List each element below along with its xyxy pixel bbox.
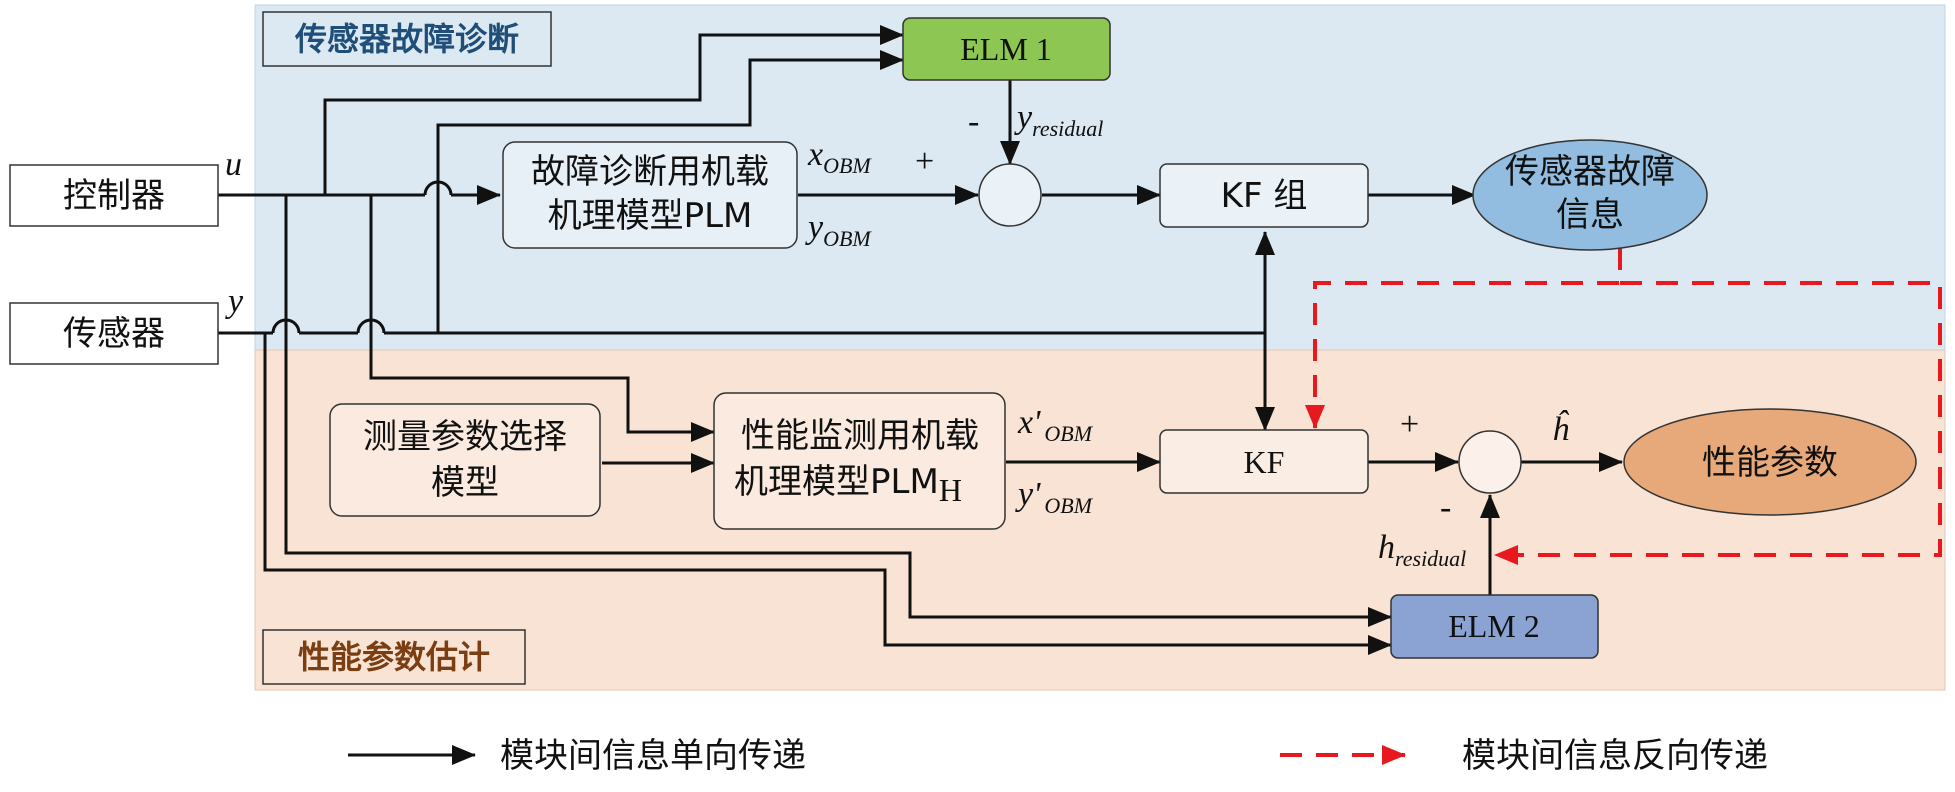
sensor-label: 传感器 [63,314,165,354]
performance-params-label: 性能参数 [1702,443,1838,483]
kf-label: KF [1244,444,1285,480]
sign-plus-top: + [915,143,934,180]
measurement-selection-line1: 测量参数选择 [363,417,567,457]
signal-y: y [225,283,244,320]
signal-y-residual: yresidual [1014,99,1103,141]
signal-x-obm-main: x [807,136,823,173]
signal-x-obm-sub: OBM [823,153,872,178]
signal-x-prime-obm: x'OBM [1017,404,1094,446]
signal-h-residual: hresidual [1378,529,1466,571]
signal-y-prime-obm-sub: OBM [1044,493,1093,518]
wire-y-to-elm1 [436,50,904,333]
performance-title-box [262,629,526,685]
sensor-fault-info-line2: 信息 [1556,195,1624,235]
feedback-to-elm2 [1494,281,1942,565]
feedback-to-kf [1305,248,1622,429]
sensor-block [9,302,219,365]
signal-x-obm: xOBM [807,136,872,178]
plm-diagnosis-block [502,141,798,249]
controller-label: 控制器 [63,176,165,216]
performance-region [254,349,1946,691]
measurement-selection-block [329,403,601,517]
signal-y-obm-main: y [805,209,824,246]
sign-minus-bottom: - [1440,489,1451,526]
signal-h-residual-main: h [1378,529,1395,566]
kf-group-block [1159,163,1369,228]
elm1-label: ELM 1 [960,31,1052,67]
sign-plus-bottom: + [1400,406,1419,443]
elm2-label: ELM 2 [1448,608,1540,644]
signal-y-residual-sub: residual [1032,116,1103,141]
signal-x-prime-obm-sub: OBM [1044,421,1093,446]
kf-group-label: KF 组 [1221,176,1308,216]
signal-h-residual-sub: residual [1395,546,1466,571]
performance-region-title: 性能参数估计 [298,638,490,676]
sensor-fault-info-line1: 传感器故障 [1505,152,1675,192]
wire-u-to-elm1 [323,25,904,195]
summing-junction-top [978,163,1042,227]
wire-u-to-plm-perf [369,195,715,442]
elm1-block [902,17,1111,81]
diagnosis-region-title: 传感器故障诊断 [294,20,519,58]
signal-u: u [225,146,242,183]
sensor-fault-info [1472,139,1708,251]
signal-y-residual-main: y [1014,99,1033,136]
sign-minus-top: - [968,103,979,140]
plm-diagnosis-line2: 机理模型PLM [548,196,753,236]
kf-block [1159,429,1369,494]
controller-block [9,164,219,227]
signal-y-prime-obm-main: y' [1015,476,1041,513]
performance-params [1623,408,1917,516]
signal-y-obm: yOBM [805,209,872,251]
elm2-block [1390,594,1599,659]
legend-forward-label: 模块间信息单向传递 [500,736,806,776]
summing-junction-bottom [1458,430,1522,494]
wire-y-to-elm2 [263,333,1392,655]
plm-performance-block [713,392,1006,530]
signal-x-prime-obm-main: x' [1017,404,1041,441]
plm-diagnosis-line1: 故障诊断用机载 [531,152,769,192]
signal-y-prime-obm: y'OBM [1015,476,1094,518]
signal-y-obm-sub: OBM [823,226,872,251]
legend-reverse-label: 模块间信息反向传递 [1462,736,1768,776]
signal-h-hat: ĥ [1552,410,1570,448]
diagnosis-title-box [262,11,552,67]
plm-performance-subscript: H [939,472,962,508]
plm-performance-line2-text: 机理模型PLM [734,462,939,502]
measurement-selection-line2: 模型 [431,463,499,503]
wire-u-to-elm2 [284,195,1392,627]
plm-performance-line1: 性能监测用机载 [741,416,979,456]
plm-performance-line2: 机理模型PLMH [734,462,962,508]
